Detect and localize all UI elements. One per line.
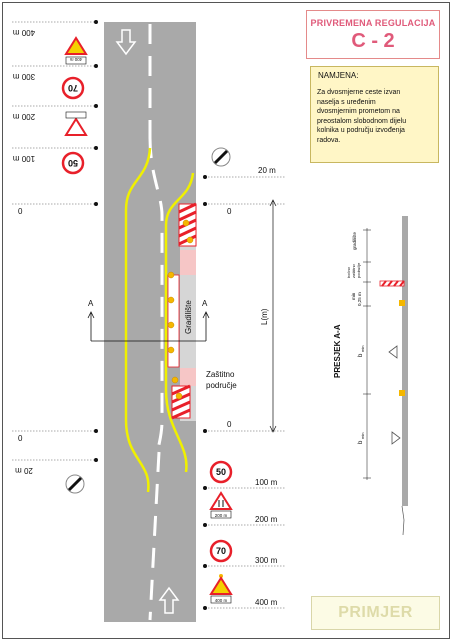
left-distance-400: 400 m (13, 28, 36, 37)
title-box: PRIVREMENA REGULACIJA C - 2 (306, 10, 440, 59)
direction-arrow-down-icon (115, 29, 137, 56)
section-title: PRESJEK A-A (333, 324, 342, 378)
lane-markings (148, 24, 161, 621)
drawing-frame (2, 2, 450, 639)
guide-dots (94, 20, 207, 610)
shifted-lane-divider (148, 137, 164, 453)
protection-zone-label-1: Zaštitno (206, 370, 235, 379)
left-distance-0-top: 0 (18, 207, 23, 216)
right-plate-400: 400 m (215, 598, 228, 603)
right-distance-100: 100 m (255, 478, 278, 487)
example-box: PRIMJER (311, 596, 440, 630)
protection-zone-label-2: područje (206, 381, 237, 390)
cross-section: gradilište bočno zaštitno područje min 0… (333, 216, 408, 536)
left-plate-400: 400 m (69, 57, 82, 62)
right-distance-400: 400 m (255, 598, 278, 607)
right-speed-50: 50 (216, 467, 226, 477)
right-distance-20: 20 m (258, 166, 276, 175)
section-min-label: min (351, 292, 356, 300)
section-b-min-1: b (358, 353, 364, 357)
right-distance-0-bottom: 0 (227, 420, 232, 429)
section-min-value: 0,25 m (357, 292, 362, 306)
yellow-guide-right (164, 172, 195, 473)
length-label: L(m) (260, 308, 269, 325)
distance-guides (12, 21, 285, 609)
section-worksite-label: gradilište (352, 231, 357, 250)
section-b-min-2-sub: min (360, 433, 365, 439)
purpose-line: kolnika u području izvođenja (317, 127, 405, 134)
left-speed-50: 50 (68, 158, 78, 168)
left-distance-20: 20 m (15, 466, 33, 475)
purpose-line: preostalom slobodnom dijelu (317, 117, 407, 125)
example-label: PRIMJER (338, 604, 413, 621)
section-b-min-2: b (358, 440, 364, 444)
purpose-box: NAMJENA: Za dvosmjerne ceste izvan nasel… (310, 66, 439, 163)
right-distance-0-top: 0 (227, 207, 232, 216)
left-distance-200: 200 m (13, 112, 36, 121)
section-mark-left: A (88, 299, 94, 308)
section-mark-right: A (202, 299, 208, 308)
protection-zone-upper (180, 250, 196, 275)
section-safety-label-1: bočno (346, 266, 351, 278)
purpose-text: Za dvosmjerne ceste izvan naselja s uređ… (317, 88, 435, 145)
section-b-min-1-sub: min (360, 346, 365, 352)
right-distance-300: 300 m (255, 556, 278, 565)
purpose-line: dvosmjernim prometom na (317, 108, 400, 115)
left-end-restriction-icon (65, 474, 85, 494)
yellow-guide-left (124, 147, 152, 493)
left-distance-0-bottom: 0 (18, 434, 23, 443)
regulation-title: PRIVREMENA REGULACIJA (310, 18, 436, 28)
right-end-restriction-icon (211, 147, 231, 167)
purpose-line: naselja s uređenim (317, 98, 376, 106)
left-sign-narrowing (64, 111, 88, 136)
left-distance-300: 300 m (13, 72, 36, 81)
left-sign-speed-50: 50 (61, 151, 85, 175)
purpose-heading: NAMJENA: (318, 71, 359, 80)
right-distance-200: 200 m (255, 515, 278, 524)
left-distance-100: 100 m (13, 154, 36, 163)
purpose-line: Za dvosmjerne ceste izvan (317, 89, 401, 96)
protection-zone-lower (180, 368, 196, 386)
right-sign-speed-50: 50 (209, 460, 233, 484)
regulation-code: C - 2 (351, 30, 395, 52)
left-sign-roadwork-400: 400 m (64, 36, 88, 65)
section-safety-label-2: zaštitno (351, 263, 356, 278)
right-sign-speed-70: 70 (209, 539, 233, 563)
right-speed-70: 70 (216, 546, 226, 556)
right-plate-200: 200 m (215, 513, 228, 518)
direction-arrow-up-icon (158, 586, 180, 614)
purpose-line: radova. (317, 136, 341, 144)
section-safety-label-3: područje (356, 262, 361, 278)
worksite-label: Gradilište (184, 300, 193, 334)
warning-beacons (167, 219, 194, 400)
left-speed-70: 70 (68, 83, 78, 93)
right-sign-roadwork-400: 400 m (209, 574, 233, 604)
right-sign-narrowing: 200 m (209, 491, 233, 519)
left-sign-speed-70: 70 (61, 76, 85, 100)
